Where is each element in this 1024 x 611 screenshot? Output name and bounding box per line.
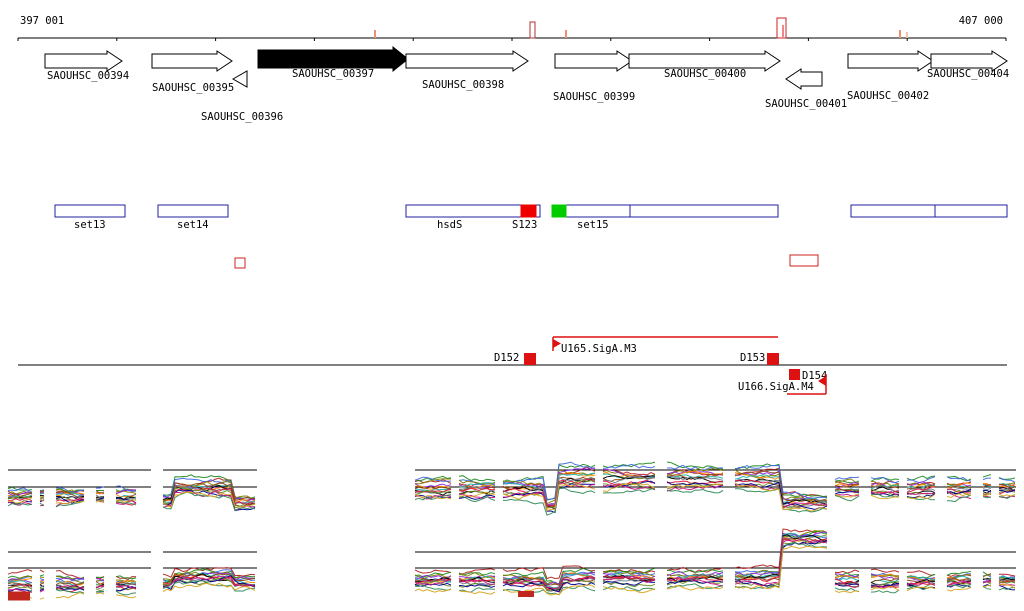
gene-arrow-SAOUHSC_00395[interactable] [151, 50, 233, 72]
feature-site[interactable] [551, 204, 567, 218]
feature-site-S123[interactable] [520, 204, 537, 218]
feature-label: set14 [177, 219, 209, 231]
expression-series-line [414, 528, 1016, 580]
expression-series-line [415, 531, 1016, 586]
gene-label: SAOUHSC_00399 [553, 91, 635, 103]
tss-site-D153[interactable] [767, 353, 779, 365]
ruler-start-label: 397 001 [20, 15, 64, 27]
transcript-label: U165.SigA.M3 [561, 343, 637, 355]
gene-arrow-SAOUHSC_00398[interactable] [405, 50, 529, 72]
ruler-variant-mark[interactable] [374, 30, 376, 38]
expression-series-line [414, 482, 1016, 512]
expression-series-line [162, 489, 256, 512]
feature-label: set15 [577, 219, 609, 231]
tss-label: D154 [802, 370, 827, 382]
feature-box-set14[interactable] [157, 204, 229, 218]
gene-label: SAOUHSC_00402 [847, 90, 929, 102]
gene-label: SAOUHSC_00396 [201, 111, 283, 123]
expression-series-line [162, 487, 256, 506]
annotation-box[interactable] [789, 254, 819, 267]
gene-label: SAOUHSC_00398 [422, 79, 504, 91]
gene-arrow-SAOUHSC_00401[interactable] [785, 68, 823, 90]
feature-label: set13 [74, 219, 106, 231]
expression-series-line [162, 582, 256, 592]
gene-arrow-SAOUHSC_00404[interactable] [930, 50, 1008, 72]
ruler-variant-mark[interactable] [782, 25, 784, 38]
gene-arrow-SAOUHSC_00397[interactable] [257, 45, 409, 73]
feature-box-set15[interactable] [565, 204, 779, 218]
gene-label: SAOUHSC_00404 [927, 68, 1009, 80]
ruler-variant-mark[interactable] [906, 32, 908, 38]
gene-arrow-SAOUHSC_00394[interactable] [44, 50, 123, 72]
expression-series-line [414, 545, 1016, 596]
feature-box[interactable] [850, 204, 1008, 218]
tss-label: D153 [740, 352, 765, 364]
ruler-variant-mark[interactable] [899, 30, 901, 38]
ruler-end-label: 407 000 [959, 15, 1003, 27]
annotation-box[interactable] [234, 257, 246, 269]
transcript-flag-head [553, 339, 561, 348]
expression-series-line [162, 575, 256, 588]
ruler-variant-mark[interactable] [776, 17, 787, 39]
transcript-label: U166.SigA.M4 [738, 381, 814, 393]
expression-series-line [162, 482, 256, 503]
tss-site-D154[interactable] [789, 369, 800, 380]
ruler-variant-mark[interactable] [565, 30, 567, 38]
expression-series-line [162, 490, 256, 511]
transcript-flag-head [818, 376, 826, 386]
gene-arrow-SAOUHSC_00399[interactable] [554, 50, 633, 72]
gene-arrow-SAOUHSC_00396[interactable] [231, 70, 248, 88]
expression-series-line [162, 491, 256, 508]
gene-arrow-SAOUHSC_00402[interactable] [847, 50, 934, 72]
feature-box-hsdS[interactable] [405, 204, 541, 218]
feature-box-set13[interactable] [54, 204, 126, 218]
feature-label: hsdS [437, 219, 462, 231]
gene-label: SAOUHSC_00401 [765, 98, 847, 110]
expression-series-line [162, 484, 256, 505]
gene-label: SAOUHSC_00394 [47, 70, 129, 82]
gene-label: SAOUHSC_00400 [664, 68, 746, 80]
expression-series-line [162, 567, 256, 578]
gene-label: SAOUHSC_00395 [152, 82, 234, 94]
feature-label: S123 [512, 219, 537, 231]
gene-arrow-SAOUHSC_00400[interactable] [628, 50, 781, 72]
expression-series-line [162, 568, 256, 582]
gene-label: SAOUHSC_00397 [292, 68, 374, 80]
ruler-variant-mark[interactable] [529, 21, 536, 39]
tss-label: D152 [494, 352, 519, 364]
tss-site-D152[interactable] [524, 353, 536, 365]
